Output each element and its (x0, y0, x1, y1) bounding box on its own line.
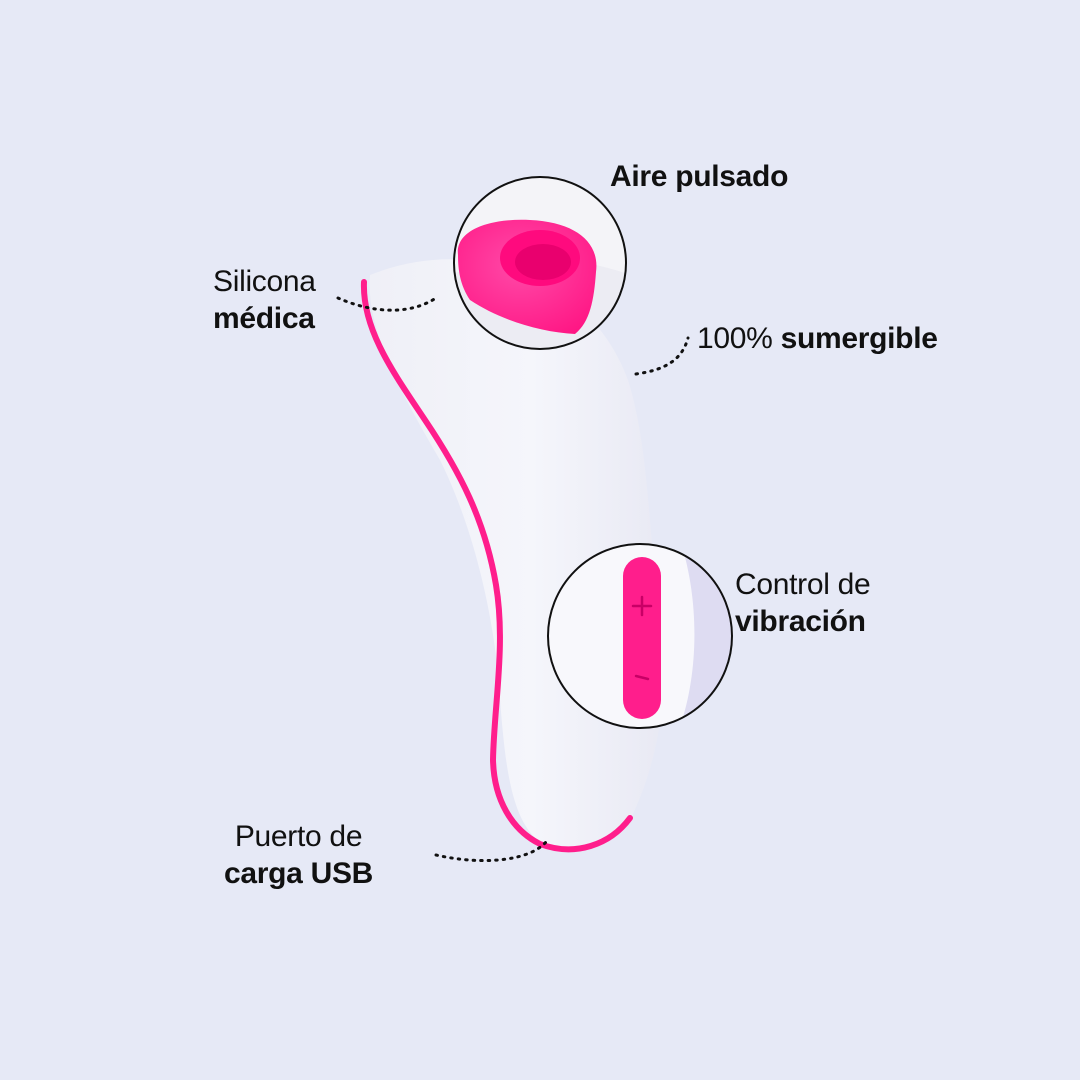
puerto-line2: carga USB (224, 857, 374, 890)
puerto-line1: Puerto de (234, 820, 363, 853)
minus-icon (634, 674, 650, 681)
sumergible-percent: 100% (697, 322, 773, 355)
plus-icon (631, 595, 653, 617)
aire-pulsado-text: Aire pulsado (610, 160, 789, 193)
label-control-vibracion: Control de vibración (735, 566, 871, 640)
pointer-line-usb (434, 840, 548, 863)
pointer-line-silicona (336, 296, 438, 312)
label-silicona-medica: Silicona médica (213, 263, 316, 337)
silicona-line1: Silicona (213, 265, 316, 298)
pink-side-stripe (360, 279, 633, 853)
air-pulse-zoom-circle (453, 176, 627, 350)
sumergible-word: sumergible (780, 322, 938, 355)
control-line1: Control de (735, 568, 871, 601)
label-sumergible: 100% sumergible (697, 320, 938, 357)
control-line2: vibración (735, 605, 866, 638)
label-puerto-usb: Puerto de carga USB (224, 818, 373, 892)
label-aire-pulsado: Aire pulsado (610, 158, 788, 195)
silicona-line2: médica (213, 302, 315, 335)
pointer-line-sumergible (634, 336, 690, 376)
